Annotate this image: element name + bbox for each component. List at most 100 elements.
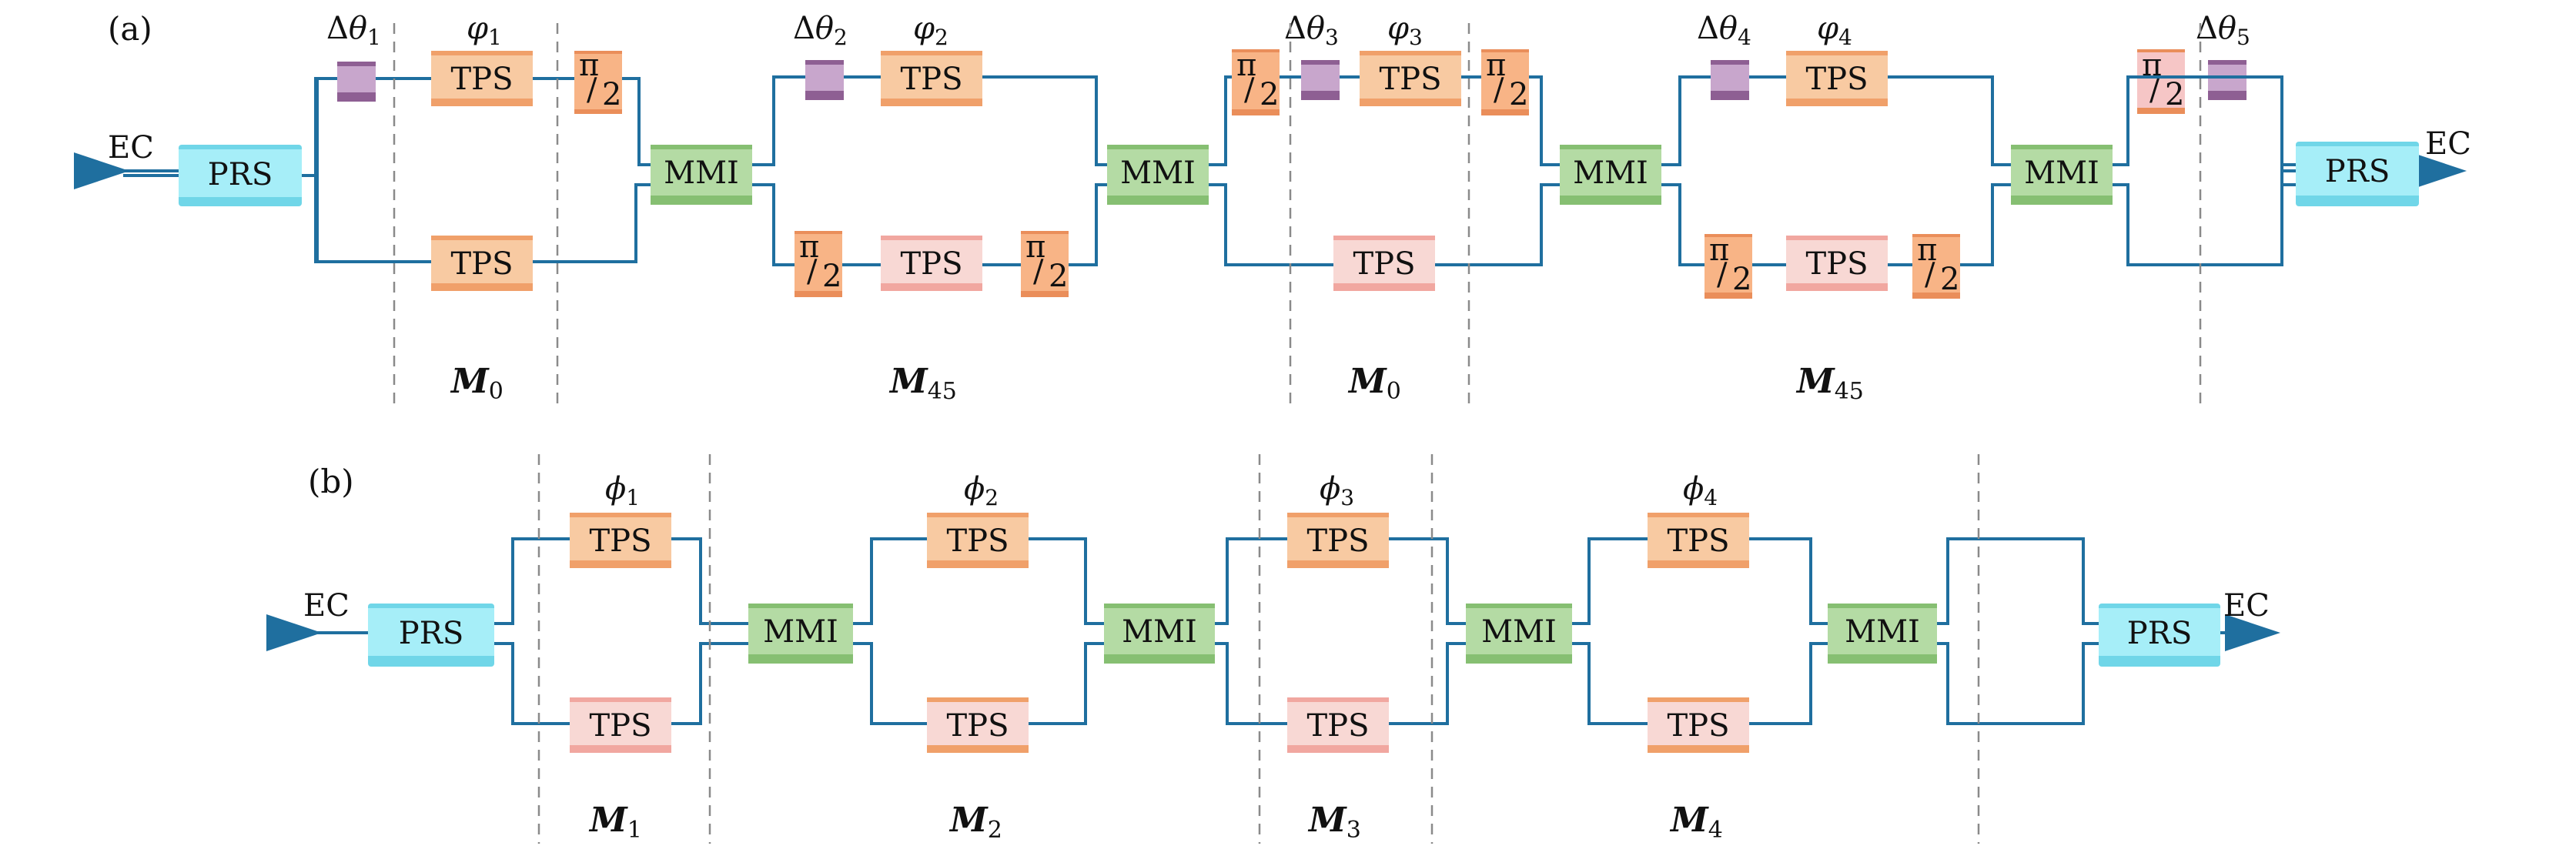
svg-text:MMI: MMI xyxy=(1120,155,1196,191)
panel-b-mmi-1: MMI xyxy=(748,604,853,664)
panel-b-tps-1: TPS ϕ1 xyxy=(570,471,671,568)
panel-a-mmi-4: MMI xyxy=(2011,145,2113,205)
svg-text:ϕ4: ϕ4 xyxy=(1683,471,1718,510)
svg-text:TPS: TPS xyxy=(1307,708,1370,744)
svg-text:Δθ4: Δθ4 xyxy=(1697,11,1751,50)
svg-text:/: / xyxy=(1717,257,1728,293)
panel-a-tps-4: TPS φ4 xyxy=(1786,11,1888,106)
panel-b-tps-3: TPS ϕ3 xyxy=(1287,471,1389,568)
panel-b-matrix-label-3: M3 xyxy=(1307,801,1361,844)
panel-a-mmi-2: MMI xyxy=(1107,145,1209,205)
panel-b-tps-4: TPS ϕ4 xyxy=(1648,471,1749,568)
svg-text:/: / xyxy=(1033,254,1044,289)
panel-a-half-wave-4: π / 2 xyxy=(1232,48,1280,115)
panel-b-matrix-label-1: M1 xyxy=(588,801,642,844)
panel-b-mmi-3: MMI xyxy=(1466,604,1572,664)
svg-text:TPS: TPS xyxy=(590,708,652,744)
panel-b-matrix-label-4: M4 xyxy=(1669,801,1723,844)
svg-text:π: π xyxy=(799,229,819,265)
svg-text:φ2: φ2 xyxy=(913,11,948,50)
panel-a-dividers xyxy=(393,23,2202,404)
panel-b-ec-left: EC xyxy=(303,588,350,624)
svg-text:EC: EC xyxy=(2223,588,2270,624)
panel-b-dividers xyxy=(537,454,1980,844)
svg-text:TPS: TPS xyxy=(1806,246,1868,282)
panel-b-tps-3-lower: TPS xyxy=(1287,697,1389,753)
panel-a-tps-3: TPS φ3 xyxy=(1360,11,1461,106)
panel-a-tps-1-lower: TPS xyxy=(431,236,533,291)
svg-text:π: π xyxy=(579,48,599,83)
svg-text:TPS: TPS xyxy=(901,246,963,282)
panel-b-tps-2-lower: TPS xyxy=(927,697,1029,753)
panel-a-ec-left: EC xyxy=(108,130,154,166)
panel-a-phase-shifter-5: Δθ5 xyxy=(2196,11,2250,100)
panel-a-tps-2-lower: TPS xyxy=(881,236,982,291)
svg-text:2: 2 xyxy=(2165,77,2184,112)
panel-b: (b) EC PRS TPS ϕ xyxy=(266,454,2280,844)
svg-text:Δθ5: Δθ5 xyxy=(2196,11,2250,50)
panel-b-label: (b) xyxy=(308,463,354,500)
svg-text:ϕ1: ϕ1 xyxy=(605,471,640,510)
panel-a-tps-4-lower: TPS xyxy=(1786,236,1888,291)
panel-a-prs-right: PRS xyxy=(2128,75,2419,266)
panel-a-mmi-3: MMI xyxy=(1560,145,1661,205)
panel-a-half-wave-2: π / 2 xyxy=(795,229,842,297)
svg-text:TPS: TPS xyxy=(1353,246,1416,282)
svg-text:Δθ2: Δθ2 xyxy=(793,11,848,50)
panel-a-tps-2: TPS φ2 xyxy=(881,11,982,106)
panel-a-phase-shifter-3: Δθ3 xyxy=(1284,11,1340,100)
svg-text:EC: EC xyxy=(303,588,350,624)
svg-text:EC: EC xyxy=(2425,126,2471,162)
panel-b-ec-right: EC xyxy=(2223,588,2270,624)
svg-text:TPS: TPS xyxy=(901,62,963,97)
svg-text:/: / xyxy=(1244,72,1255,108)
panel-a-matrix-label-2: M45 xyxy=(888,362,957,405)
svg-text:/: / xyxy=(807,254,818,289)
svg-text:2: 2 xyxy=(1049,259,1068,294)
svg-text:PRS: PRS xyxy=(2325,154,2390,189)
panel-a-prs-left: PRS xyxy=(179,77,339,263)
panel-b-tps-4-lower: TPS xyxy=(1648,697,1749,753)
svg-text:2: 2 xyxy=(1732,262,1751,297)
panel-a-phase-shifter-4: Δθ4 xyxy=(1697,11,1751,100)
panel-a-half-wave-1: π / 2 xyxy=(574,48,622,114)
panel-b-tps-2: TPS ϕ2 xyxy=(927,471,1029,568)
svg-text:MMI: MMI xyxy=(1573,155,1648,191)
svg-text:2: 2 xyxy=(1509,77,1528,112)
svg-text:PRS: PRS xyxy=(208,157,273,192)
svg-text:TPS: TPS xyxy=(451,246,514,282)
svg-text:/: / xyxy=(587,72,597,108)
svg-text:2: 2 xyxy=(602,77,621,112)
svg-text:π: π xyxy=(1025,229,1045,265)
panel-a-ec-right: EC xyxy=(2425,126,2471,162)
svg-text:Δθ3: Δθ3 xyxy=(1284,11,1339,50)
svg-text:TPS: TPS xyxy=(1380,62,1442,97)
svg-text:2: 2 xyxy=(822,259,841,294)
svg-text:π: π xyxy=(1709,232,1729,268)
svg-text:TPS: TPS xyxy=(451,62,514,97)
svg-text:MMI: MMI xyxy=(1845,614,1920,650)
svg-text:EC: EC xyxy=(108,130,154,166)
panel-a-phase-shifter-2: Δθ2 xyxy=(793,11,848,100)
svg-text:/: / xyxy=(1494,72,1504,108)
panel-a-half-wave-5: π / 2 xyxy=(1481,48,1529,115)
svg-text:MMI: MMI xyxy=(1122,614,1197,650)
svg-text:φ4: φ4 xyxy=(1817,11,1852,50)
svg-text:2: 2 xyxy=(1940,262,1959,297)
panel-b-mmi-4: MMI xyxy=(1828,604,1937,664)
panel-b-prs-right: PRS xyxy=(2099,604,2220,667)
panel-a: (a) EC PRS xyxy=(74,10,2471,405)
svg-text:2: 2 xyxy=(1260,77,1279,112)
panel-a-tps-1: TPS φ1 xyxy=(431,11,533,106)
svg-text:π: π xyxy=(1917,232,1937,268)
svg-text:ϕ3: ϕ3 xyxy=(1320,471,1354,510)
panel-a-phase-shifter-1: Δθ1 xyxy=(326,11,381,102)
panel-a-matrix-label-3: M0 xyxy=(1347,362,1401,405)
svg-text:Δθ1: Δθ1 xyxy=(326,11,381,50)
svg-text:φ1: φ1 xyxy=(467,11,502,50)
panel-a-label: (a) xyxy=(108,10,152,48)
panel-a-mmi-1: MMI xyxy=(651,145,752,205)
svg-text:MMI: MMI xyxy=(763,614,838,650)
svg-text:/: / xyxy=(2149,72,2160,108)
